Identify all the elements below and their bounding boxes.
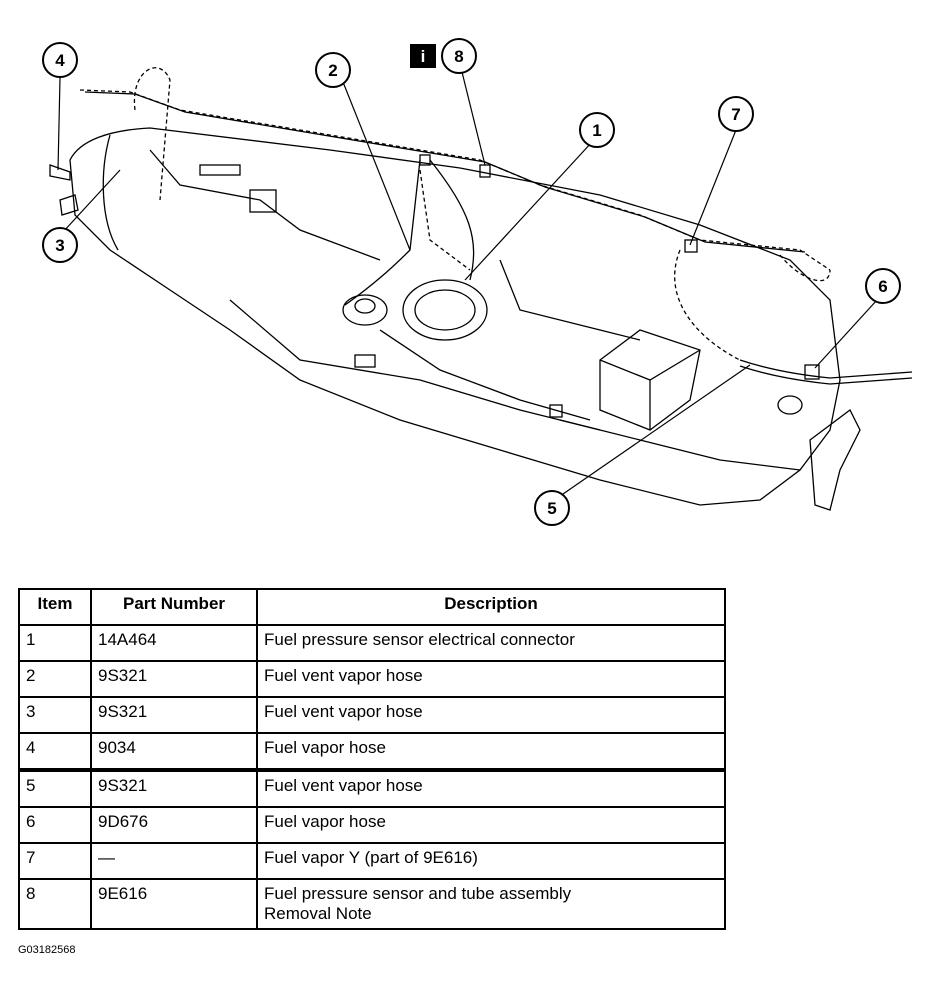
- table-header-row: Item Part Number Description: [18, 588, 726, 626]
- cell-description: Fuel vent vapor hose: [256, 696, 726, 734]
- cell-description: Fuel vent vapor hose: [256, 660, 726, 698]
- callout-2: 2: [328, 61, 337, 80]
- cell-item: 2: [18, 660, 92, 698]
- header-part-number: Part Number: [90, 588, 258, 626]
- cell-part-number: 9S321: [90, 768, 258, 808]
- cell-item: 4: [18, 732, 92, 771]
- callout-7: 7: [731, 105, 740, 124]
- fuel-tank-outline: [69, 127, 841, 506]
- description-line: Fuel vapor hose: [264, 812, 386, 831]
- cell-description: Fuel pressure sensor electrical connecto…: [256, 624, 726, 662]
- callout-circle-1: [579, 112, 615, 148]
- description-line: Fuel vapor hose: [264, 738, 386, 757]
- cell-item: 1: [18, 624, 92, 662]
- callout-circle-3: [42, 227, 78, 263]
- cell-description: Fuel vapor Y (part of 9E616): [256, 842, 726, 880]
- callout-1: 1: [592, 121, 601, 140]
- figure-code: G03182568: [18, 944, 76, 956]
- cell-part-number: 9S321: [90, 660, 258, 698]
- description-line: Fuel vent vapor hose: [264, 666, 423, 685]
- table-row: 4 9034 Fuel vapor hose: [18, 732, 726, 771]
- table-row: 8 9E616 Fuel pressure sensor and tube as…: [18, 878, 726, 930]
- cell-item: 7: [18, 842, 92, 880]
- info-badge: [410, 44, 436, 68]
- callout-circle-8: [441, 38, 477, 74]
- cell-part-number: 9034: [90, 732, 258, 771]
- cell-item: 5: [18, 768, 92, 808]
- description-line: Fuel vent vapor hose: [264, 776, 423, 795]
- callout-circle-4: [42, 42, 78, 78]
- description-line: Fuel vapor Y (part of 9E616): [264, 848, 478, 867]
- cell-part-number: 9S321: [90, 696, 258, 734]
- callout-circle-7: [718, 96, 754, 132]
- callout-circle-5: [534, 490, 570, 526]
- description-line: Fuel pressure sensor and tube assembly: [264, 884, 572, 903]
- cell-description: Fuel vapor hose: [256, 732, 726, 771]
- cell-description: Fuel vent vapor hose: [256, 768, 726, 808]
- parts-table: Item Part Number Description 1 14A464 Fu…: [18, 588, 726, 930]
- table-row: 1 14A464 Fuel pressure sensor electrical…: [18, 624, 726, 662]
- table-row: 6 9D676 Fuel vapor hose: [18, 806, 726, 844]
- table-row: 3 9S321 Fuel vent vapor hose: [18, 696, 726, 734]
- cell-item: 3: [18, 696, 92, 734]
- callout-8: 8: [454, 47, 463, 66]
- callout-4: 4: [55, 51, 65, 70]
- cell-part-number: 9E616: [90, 878, 258, 930]
- header-item: Item: [18, 588, 92, 626]
- callout-6: 6: [878, 277, 887, 296]
- table-row: 2 9S321 Fuel vent vapor hose: [18, 660, 726, 698]
- cell-part-number: 14A464: [90, 624, 258, 662]
- table-row: 5 9S321 Fuel vent vapor hose: [18, 768, 726, 808]
- cell-part-number: 9D676: [90, 806, 258, 844]
- header-description: Description: [256, 588, 726, 626]
- callout-5: 5: [547, 499, 556, 518]
- fuel-tank-diagram: i 4 2 8 1 7 3 6 5: [42, 38, 913, 526]
- callout-circle-2: [315, 52, 351, 88]
- description-line: Fuel vent vapor hose: [264, 702, 423, 721]
- description-line: Fuel pressure sensor electrical connecto…: [264, 630, 575, 649]
- callout-3: 3: [55, 236, 64, 255]
- cell-description: Fuel pressure sensor and tube assembly R…: [256, 878, 726, 930]
- table-row: 7 — Fuel vapor Y (part of 9E616): [18, 842, 726, 880]
- cell-part-number: —: [90, 842, 258, 880]
- removal-note-link[interactable]: Removal Note: [264, 904, 372, 923]
- cell-item: 6: [18, 806, 92, 844]
- cell-item: 8: [18, 878, 92, 930]
- info-badge-icon: i: [421, 47, 426, 66]
- cell-description: Fuel vapor hose: [256, 806, 726, 844]
- callout-circle-6: [865, 268, 901, 304]
